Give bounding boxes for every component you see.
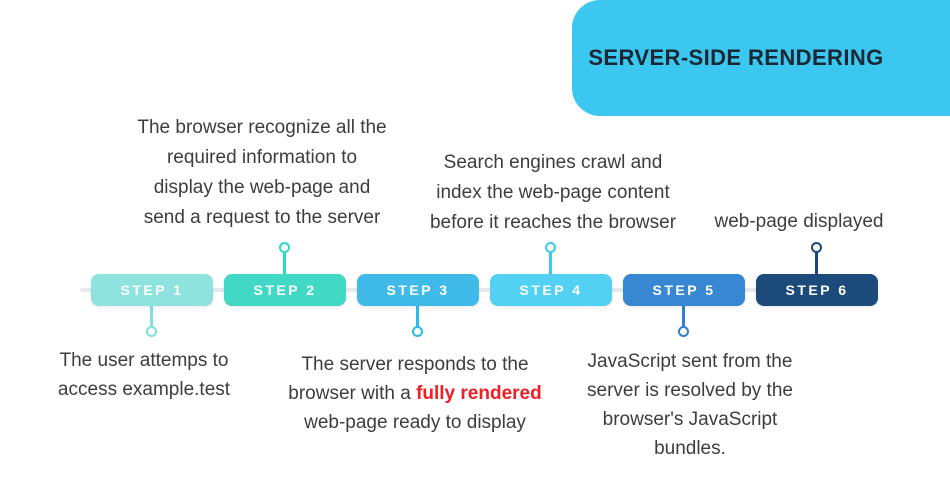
step-3-description-line: The server responds to the (301, 354, 529, 375)
step-2-connector-stem (283, 252, 286, 275)
step-4-connector-stem (549, 252, 552, 275)
step-1-label: STEP 1 (120, 282, 184, 298)
step-1-pill: STEP 1 (91, 274, 213, 306)
step-2-description: The browser recognize all the required i… (137, 113, 386, 233)
step-2-description-line: send a request to the server (143, 207, 381, 228)
step-5-label: STEP 5 (652, 282, 716, 298)
step-3-label: STEP 3 (386, 282, 450, 298)
step-3-description: The server responds to the browser with … (288, 350, 541, 437)
step-2-label: STEP 2 (253, 282, 317, 298)
step-5-description-line: browser's JavaScript (602, 409, 778, 430)
step-1-description-line: access example.test (57, 379, 231, 400)
step-1-connector-dot (146, 326, 157, 337)
step-4-label: STEP 4 (519, 282, 583, 298)
step-3-pill: STEP 3 (357, 274, 479, 306)
step-6-connector-stem (815, 252, 818, 275)
step-2-connector-dot (279, 242, 290, 253)
step-4-description: Search engines crawl and index the web-p… (430, 148, 676, 238)
step-3-description-text: browser with a (288, 383, 417, 404)
step-5-description-line: server is resolved by the (587, 380, 793, 401)
step-6-description-line: web-page displayed (714, 211, 884, 232)
step-6-pill: STEP 6 (756, 274, 878, 306)
step-4-description-line: Search engines crawl and (443, 152, 663, 173)
step-3-connector-stem (416, 305, 419, 327)
step-5-description-line: bundles. (654, 438, 726, 459)
fully-rendered-highlight: fully rendered (416, 383, 542, 404)
step-3-description-line: browser with a fully rendered (288, 379, 541, 408)
step-5-connector-stem (682, 305, 685, 327)
step-5-description: JavaScript sent from the server is resol… (587, 347, 793, 463)
step-4-pill: STEP 4 (490, 274, 612, 306)
step-4-connector-dot (545, 242, 556, 253)
step-1-description-line: The user attemps to (59, 350, 229, 371)
header-card: SERVER-SIDE RENDERING (572, 0, 950, 116)
step-3-description-line: web-page ready to display (304, 412, 526, 433)
step-5-pill: STEP 5 (623, 274, 745, 306)
step-1-description: The user attemps to access example.test (58, 346, 230, 404)
step-3-connector-dot (412, 326, 423, 337)
step-6-connector-dot (811, 242, 822, 253)
step-6-label: STEP 6 (785, 282, 849, 298)
step-5-description-line: JavaScript sent from the (587, 351, 793, 372)
step-4-description-line: before it reaches the browser (429, 212, 677, 233)
step-1-connector-stem (150, 305, 153, 327)
step-5-connector-dot (678, 326, 689, 337)
step-2-pill: STEP 2 (224, 274, 346, 306)
step-2-description-line: required information to (166, 147, 358, 168)
page-title: SERVER-SIDE RENDERING (588, 45, 884, 70)
step-4-description-line: index the web-page content (436, 182, 670, 203)
step-6-description: web-page displayed (714, 207, 883, 237)
step-2-description-line: display the web-page and (153, 177, 371, 198)
step-2-description-line: The browser recognize all the (137, 117, 387, 138)
